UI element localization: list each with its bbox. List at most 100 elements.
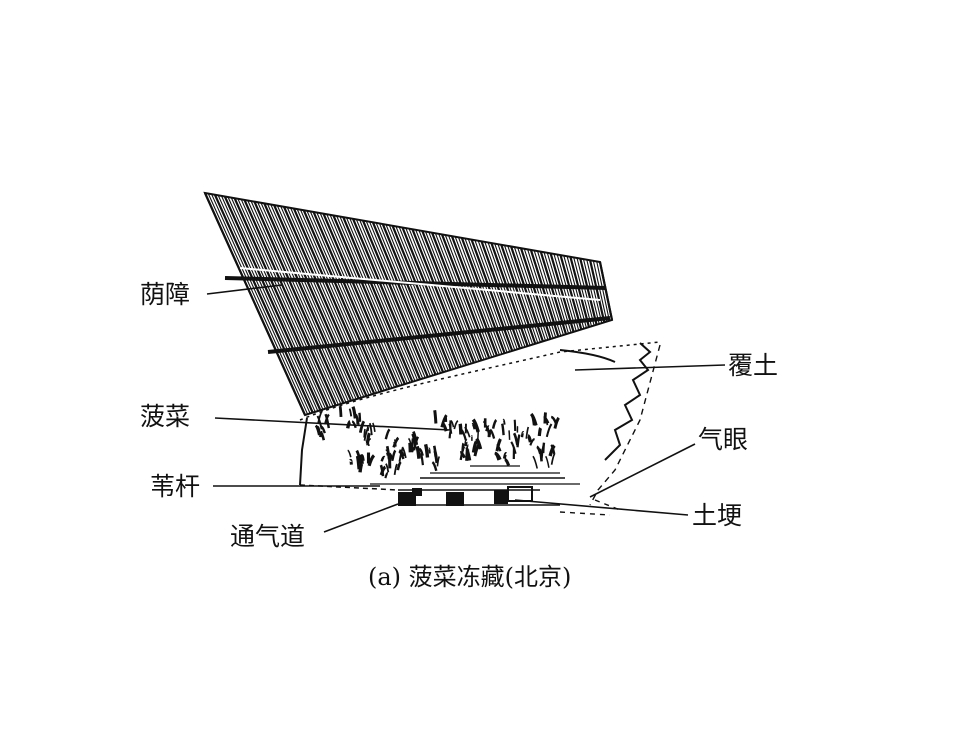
reed-stroke [292, 208, 376, 395]
reed-stroke [273, 204, 360, 399]
reed-stroke [270, 204, 357, 400]
reed-stroke [467, 238, 511, 352]
spinach-leaf-stroke [349, 458, 353, 465]
figure-caption: (a) 菠菜冻藏(北京) [368, 563, 571, 591]
label-cover-soil: 覆土 [728, 351, 778, 380]
spinach-leaf-stroke [513, 419, 517, 432]
spinach-leaf-stroke [379, 465, 387, 476]
spinach-leaf-stroke [496, 444, 502, 452]
spinach-leaf-stroke [520, 431, 525, 438]
spinach-leaf-stroke [494, 451, 502, 461]
spinach-leaf-stroke [314, 424, 321, 436]
reed-stroke [302, 209, 383, 392]
reed-stroke [227, 196, 324, 410]
reed-stroke [539, 251, 568, 335]
spinach-leaf-stroke [412, 431, 419, 446]
reed-stroke [408, 228, 465, 367]
leader-lines [206, 284, 726, 533]
reed-stroke [312, 211, 391, 390]
reed-stroke [424, 231, 477, 363]
spinach-leaf-stroke [358, 412, 362, 422]
spinach-leaf-stroke [324, 413, 330, 429]
reed-stroke [203, 192, 307, 416]
spinach-leaf-stroke [396, 460, 402, 471]
reed-stroke [434, 233, 485, 360]
reed-stroke [250, 200, 342, 405]
spinach-leaf-stroke [393, 463, 398, 476]
reed-stroke [220, 195, 319, 412]
reed-stroke [573, 257, 593, 327]
reed-stroke [582, 258, 600, 325]
spinach-leaf-stroke [502, 452, 508, 459]
spinach-leaf-stroke [366, 424, 370, 432]
reed-stroke [233, 197, 330, 409]
straw-layer [370, 465, 580, 485]
reed-stroke [546, 252, 572, 333]
reed-stroke [454, 236, 500, 355]
reed-stroke [553, 253, 577, 332]
reed-stroke [596, 261, 610, 321]
spinach-leaf-stroke [464, 439, 469, 447]
ventilation-blocks [398, 486, 540, 506]
reed-stroke [405, 227, 462, 367]
spinach-leaf-stroke [458, 423, 463, 435]
trench-outline [299, 417, 560, 506]
reed-stroke [484, 241, 524, 348]
reed-stroke [361, 220, 429, 378]
spinach-leaf-stroke [453, 419, 459, 430]
spinach-leaf-stroke [553, 416, 560, 429]
spinach-leaf-stroke [433, 410, 438, 424]
label-vent-channel: 通气道 [230, 522, 305, 551]
reed-stroke [464, 238, 508, 353]
reed-stroke [421, 230, 475, 364]
reed-stroke [257, 201, 347, 403]
reed-stroke [352, 218, 422, 380]
spinach-leaf-stroke [319, 430, 326, 441]
reed-stroke [316, 212, 393, 389]
spinach-leaf-stroke [448, 430, 452, 439]
spinach-leaf-stroke [351, 420, 357, 429]
spinach-leaf-stroke [415, 445, 421, 459]
spinach-leaf-stroke [545, 423, 553, 438]
spinach-leaf-stroke [485, 425, 490, 432]
reed-stroke [490, 242, 529, 347]
spinach-leaf-stroke [359, 453, 364, 465]
spinach-leaf-stroke [516, 434, 521, 448]
reed-stroke [543, 252, 570, 334]
reed-stroke [470, 239, 514, 352]
reed-stroke [438, 233, 488, 359]
spinach-leaf-stroke [491, 419, 498, 429]
spinach-leaf-stroke [316, 425, 321, 434]
reed-stroke [207, 193, 309, 415]
spinach-leaf-stroke [460, 429, 467, 441]
reed-stroke [329, 214, 403, 386]
reed-stroke [359, 219, 426, 379]
spinach-leaf-stroke [338, 405, 343, 417]
reed-stroke [569, 256, 591, 328]
spinach-leaf-stroke [355, 455, 361, 470]
label-shade: 荫障 [140, 280, 190, 309]
reed-stroke [395, 226, 454, 370]
spinach-leaf-stroke [502, 418, 506, 425]
spinach-leaf-stroke [504, 457, 511, 466]
spinach-leaf-stroke [348, 408, 353, 417]
spinach-leaf-stroke [431, 461, 438, 472]
reed-stroke [576, 257, 595, 326]
spinach-leaf-stroke [531, 415, 536, 426]
spinach-leaf-stroke [508, 430, 511, 440]
spinach-leaf-stroke [496, 440, 502, 452]
spinach-leaf-stroke [471, 440, 478, 453]
spinach-leaf-stroke [401, 446, 407, 459]
reed-stroke [349, 218, 419, 381]
reed-stroke [339, 216, 411, 383]
spinach-leaf-stroke [380, 455, 386, 462]
reed-stroke [365, 220, 431, 377]
reed-stroke [243, 199, 337, 406]
spinach-leaf-stroke [545, 455, 550, 468]
reed-stroke [336, 215, 408, 384]
reed-stroke [401, 227, 460, 368]
spinach-leaf-stroke [465, 449, 470, 461]
spinach-leaf-stroke [398, 447, 404, 462]
spinach-leaf-stroke [543, 412, 547, 424]
